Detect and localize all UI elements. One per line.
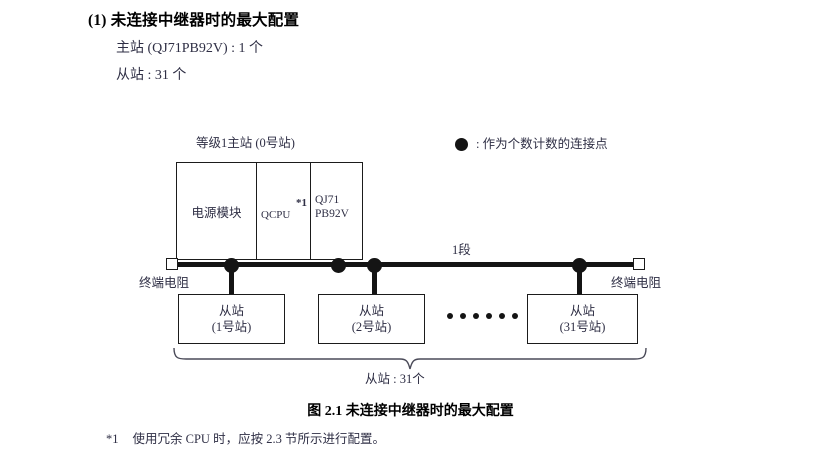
drop-line-slave-2 bbox=[371, 265, 377, 295]
spec-line-slave: 从站 : 31 个 bbox=[116, 68, 187, 83]
page-title: (1) 未连接中继器时的最大配置 bbox=[88, 12, 300, 29]
slave-station-box: 从站 (1号站) bbox=[178, 294, 285, 344]
footnote-mark: *1 bbox=[106, 432, 119, 446]
ellipsis-dot bbox=[499, 313, 505, 319]
ellipsis-dot bbox=[460, 313, 466, 319]
legend-label: : 作为个数计数的连接点 bbox=[476, 137, 608, 151]
connection-point-dot bbox=[330, 257, 346, 273]
module-power-supply-label: 电源模块 bbox=[191, 205, 242, 220]
ellipsis-dot bbox=[486, 313, 492, 319]
terminal-resistor-left-label: 终端电阻 bbox=[139, 276, 190, 290]
figure-caption: 图 2.1 未连接中继器时的最大配置 bbox=[307, 404, 514, 419]
heading-block: (1) 未连接中继器时的最大配置 主站 (QJ71PB92V) : 1 个 从站… bbox=[88, 8, 708, 84]
legend: : 作为个数计数的连接点 bbox=[455, 137, 608, 153]
slave-station-title: 从站 bbox=[358, 303, 384, 318]
slave-count-label: 从站 : 31个 bbox=[365, 372, 425, 386]
master-rack-title: 等级1主站 (0号站) bbox=[196, 136, 295, 150]
slave-station-number: (1号站) bbox=[211, 320, 252, 334]
drop-line-slave-1 bbox=[228, 265, 234, 295]
ellipsis-dot bbox=[473, 313, 479, 319]
footnote: *1 使用冗余 CPU 时，应按 2.3 节所示进行配置。 bbox=[106, 428, 385, 447]
network-bus-line bbox=[172, 262, 640, 267]
slave-station-title: 从站 bbox=[569, 303, 595, 318]
slave-station-box: 从站 (31号站) bbox=[527, 294, 638, 344]
terminal-resistor-right-icon bbox=[633, 258, 645, 270]
terminal-resistor-right-label: 终端电阻 bbox=[611, 276, 662, 290]
module-qj71pb92v-line1: QJ71 bbox=[315, 194, 340, 206]
slave-station-title: 从站 bbox=[218, 303, 244, 318]
spec-line-master: 主站 (QJ71PB92V) : 1 个 bbox=[116, 41, 264, 56]
module-qj71pb92v-line2: PB92V bbox=[315, 208, 349, 221]
ellipsis-dots-icon bbox=[447, 313, 518, 319]
terminal-resistor-left-icon bbox=[166, 258, 178, 270]
drop-line-slave-31 bbox=[576, 265, 582, 295]
footnote-ref-icon: *1 bbox=[296, 197, 307, 209]
ellipsis-dot bbox=[447, 313, 453, 319]
module-power-supply: 电源模块 bbox=[177, 163, 257, 259]
footnote-text: 使用冗余 CPU 时，应按 2.3 节所示进行配置。 bbox=[132, 432, 385, 446]
filled-circle-icon bbox=[455, 138, 468, 152]
slave-station-number: (2号站) bbox=[351, 320, 392, 334]
ellipsis-dot bbox=[512, 313, 518, 319]
segment-label: 1段 bbox=[452, 243, 471, 257]
module-qcpu: QCPU *1 bbox=[257, 163, 311, 259]
slave-station-number: (31号站) bbox=[559, 320, 606, 334]
slave-station-box: 从站 (2号站) bbox=[318, 294, 425, 344]
slave-count-brace bbox=[172, 347, 648, 370]
module-qcpu-label: QCPU bbox=[261, 209, 291, 221]
